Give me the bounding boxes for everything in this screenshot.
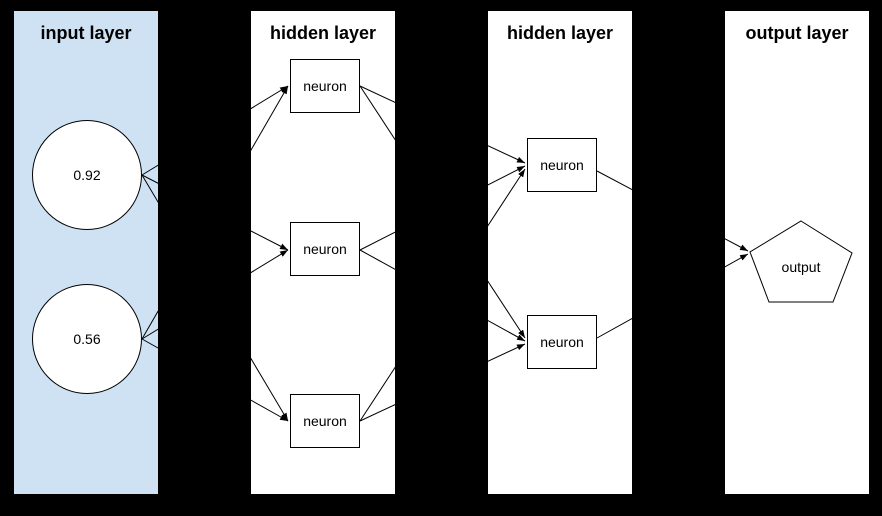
layer-title-hidden-2: hidden layer (506, 23, 614, 43)
hidden1-neuron-2-label: neuron (303, 241, 347, 257)
hidden2-neuron-2: neuron (527, 315, 597, 369)
input-node-2: 0.56 (32, 284, 142, 394)
connection-lines (141, 85, 749, 422)
layer-panel-output: output layer (725, 11, 869, 494)
layer-title-hidden-1: hidden layer (269, 23, 377, 43)
hidden1-neuron-2: neuron (290, 222, 360, 276)
hidden1-neuron-1: neuron (290, 59, 360, 113)
hidden1-neuron-1-label: neuron (303, 78, 347, 94)
input-node-2-label: 0.56 (73, 331, 101, 347)
hidden1-neuron-3-label: neuron (303, 413, 347, 429)
hidden2-neuron-2-label: neuron (540, 334, 584, 350)
layer-panel-hidden-1: hidden layer neuron neuron neuron (251, 11, 395, 494)
layer-title-input: input layer (40, 23, 132, 43)
input-node-1-label: 0.92 (73, 167, 101, 183)
input-node-1: 0.92 (32, 120, 142, 230)
layer-panel-input: input layer 0.92 0.56 (14, 11, 158, 494)
hidden2-neuron-1-label: neuron (540, 157, 584, 173)
hidden1-neuron-3: neuron (290, 394, 360, 448)
layer-title-output: output layer (745, 23, 849, 43)
layer-panel-hidden-2: hidden layer neuron neuron (488, 11, 632, 494)
hidden2-neuron-1: neuron (527, 138, 597, 192)
